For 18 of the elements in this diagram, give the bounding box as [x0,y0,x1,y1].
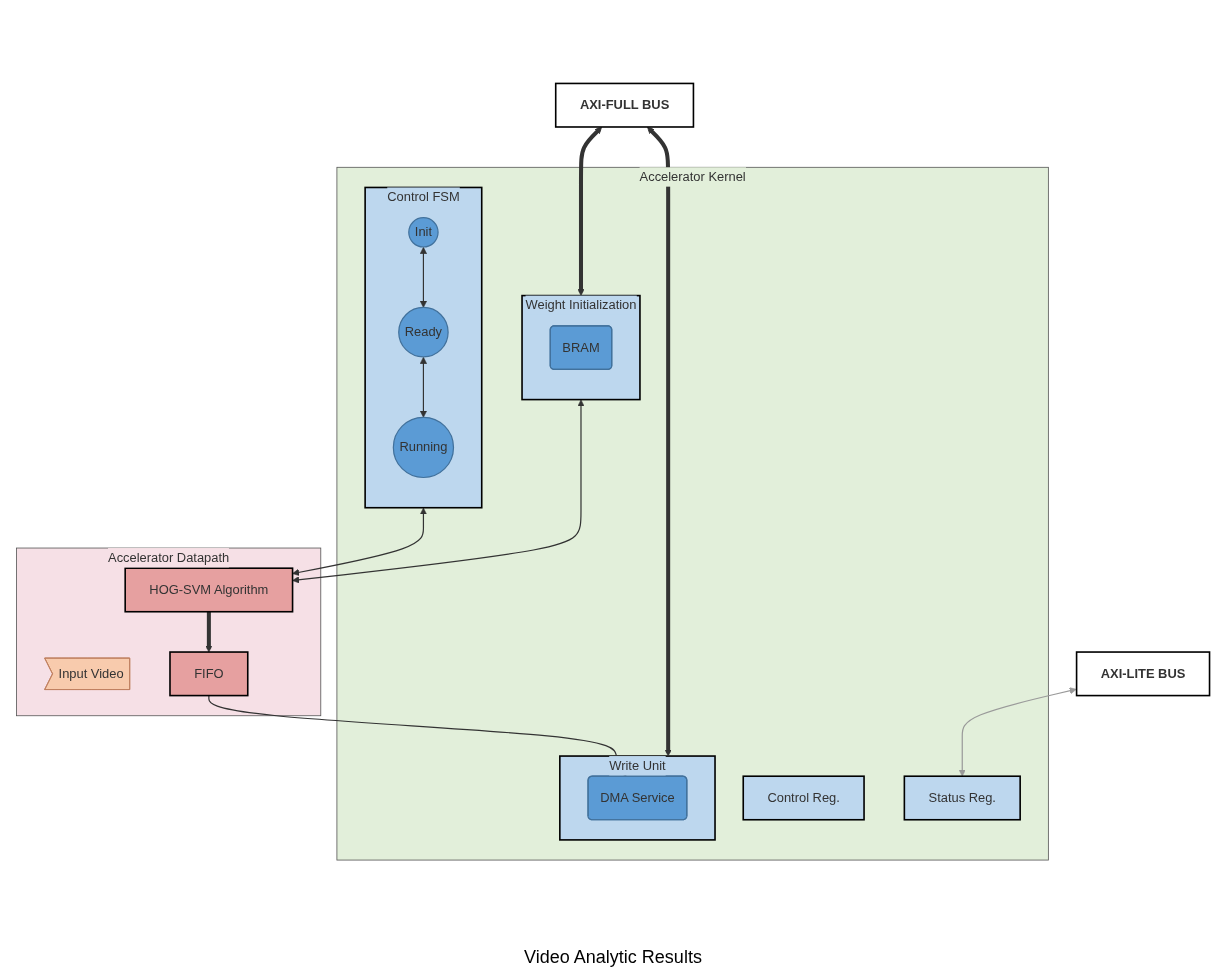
node-circle: Ready [398,306,449,358]
arrow [419,246,427,308]
node-circle: Running [392,416,455,478]
node-box: AXI-LITE BUS [1075,650,1211,697]
arrow [205,611,213,653]
node-box: Control Reg. [742,775,865,821]
note-text: Video Analytic Results [524,947,702,967]
node-box: FIFO [169,650,249,697]
node-box: HOG-SVM Algorithm [124,567,294,613]
arrow [419,356,427,418]
arrow [292,507,427,576]
arrow [647,126,672,757]
node-box: Status Reg. [903,775,1021,821]
node-box: AXI-FULL BUS [554,82,695,128]
node-circle: Init [408,216,439,248]
arrow [958,687,1077,777]
arrow [577,126,603,296]
arrow [292,399,585,584]
